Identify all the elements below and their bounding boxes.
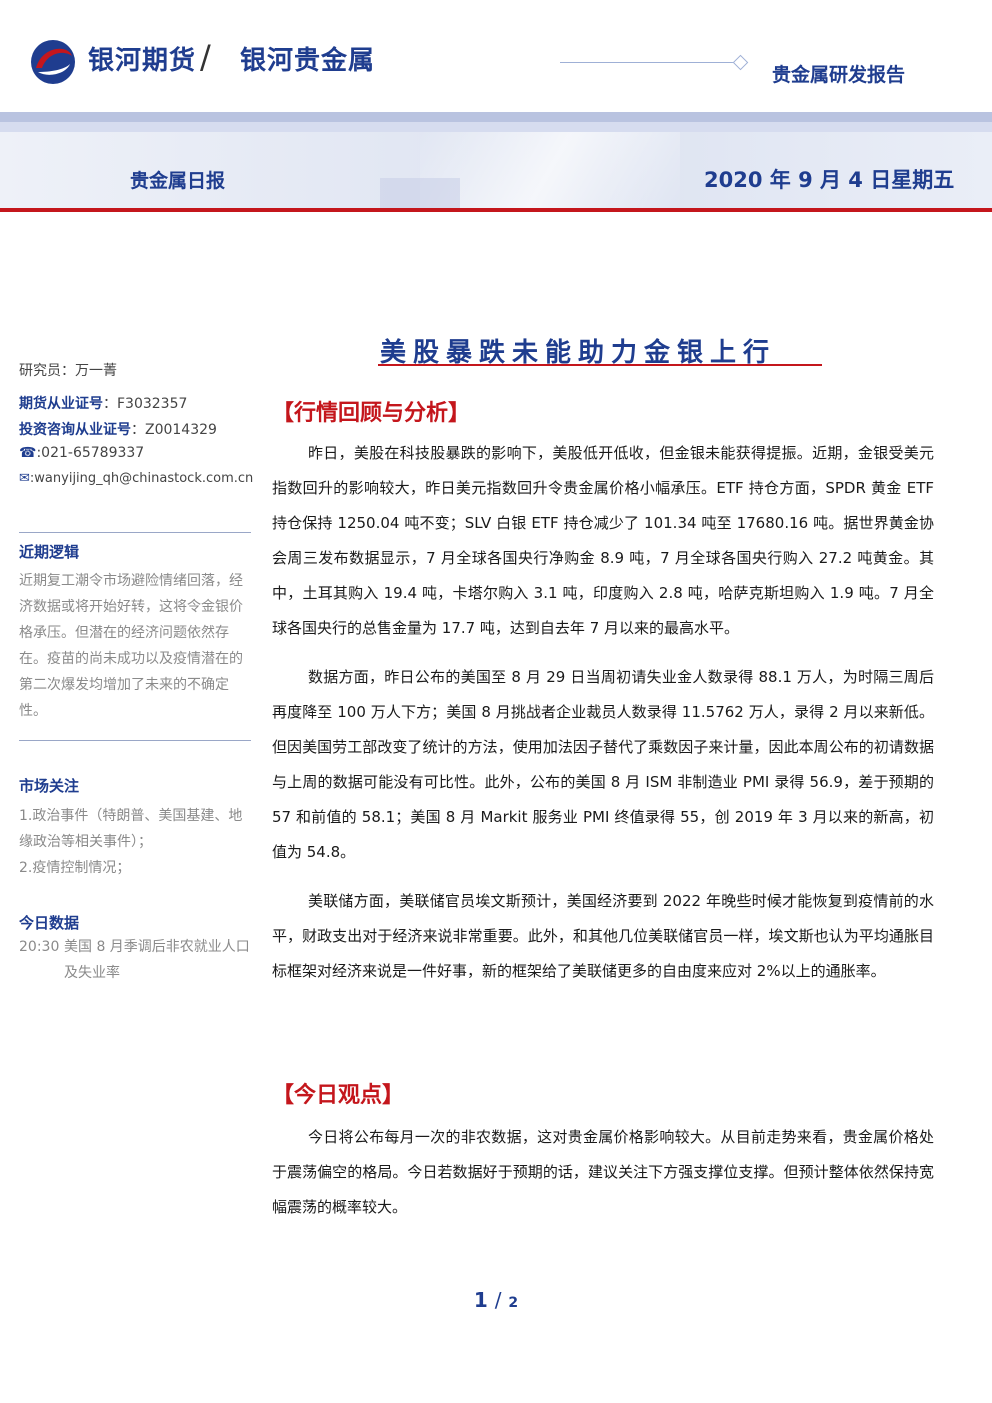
section-heading-view: 【今日观点】 [272, 1083, 405, 1108]
paragraph: 昨日，美股在科技股暴跌的影响下，美股低开低收，但金银未能获得提振。近期，金银受美… [272, 444, 934, 637]
data-time: 20:30 [19, 939, 60, 955]
header-red-rule [0, 208, 992, 212]
email-line: ✉:wanyijing_qh@chinastock.com.cn [19, 471, 254, 486]
header-decor-line [560, 62, 736, 63]
list-item: 1.政治事件（特朗普、美国基建、地缘政治等相关事件）； [19, 808, 243, 850]
list-item: 2.疫情控制情况； [19, 860, 131, 876]
header-top [0, 0, 992, 112]
invest-cert-label: 投资咨询从业证号 [19, 422, 131, 438]
sidebar-divider [19, 740, 251, 741]
data-heading: 今日数据 [19, 914, 80, 932]
report-date: 2020 年 9 月 4 日星期五 [704, 168, 955, 192]
galaxy-logo-icon [31, 40, 75, 84]
focus-heading: 市场关注 [19, 777, 80, 795]
sidebar-divider [19, 532, 251, 533]
page-total: 2 [508, 1295, 519, 1311]
futures-cert-label: 期货从业证号 [19, 396, 103, 412]
page-number: 1 / 2 [0, 1288, 992, 1312]
data-desc: 美国 8 月季调后非农就业人口及失业率 [64, 939, 250, 981]
phone-line: ☎:021-65789337 [19, 445, 145, 461]
paragraph: 数据方面，昨日公布的美国至 8 月 29 日当周初请失业金人数录得 88.1 万… [272, 668, 934, 861]
title-underline [378, 364, 822, 366]
phone-icon: ☎ [19, 445, 37, 461]
phone-number: 021-65789337 [41, 445, 145, 461]
futures-cert: 期货从业证号：F3032357 [19, 393, 251, 413]
paragraph: 今日将公布每月一次的非农数据，这对贵金属价格影响较大。从目前走势来看，贵金属价格… [272, 1128, 934, 1216]
invest-cert-value: ：Z0014329 [131, 422, 217, 438]
futures-cert-value: ：F3032357 [103, 396, 188, 412]
header-band-highlight [420, 132, 680, 208]
focus-list: 1.政治事件（特朗普、美国基建、地缘政治等相关事件）； 2.疫情控制情况； [19, 803, 251, 881]
email-address[interactable]: wanyijing_qh@chinastock.com.cn [34, 471, 254, 486]
article-title: 美股暴跌未能助力金银上行 [380, 338, 777, 368]
header-band [0, 112, 992, 122]
mail-icon: ✉ [19, 471, 30, 486]
report-type: 贵金属研发报告 [772, 64, 906, 86]
section-heading-review: 【行情回顾与分析】 [272, 401, 471, 426]
header-band [0, 122, 992, 132]
header-band-shape [380, 178, 460, 208]
page-separator: / [494, 1288, 502, 1312]
paragraph: 美联储方面，美联储官员埃文斯预计，美国经济要到 2022 年晚些时候才能恢复到疫… [272, 892, 934, 980]
logic-text: 近期复工潮令市场避险情绪回落，经济数据或将开始好转，这将令金银价格承压。但潜在的… [19, 573, 243, 719]
page-current: 1 [473, 1288, 488, 1312]
data-entry: 20:30 美国 8 月季调后非农就业人口及失业率 [19, 934, 251, 986]
brand-primary: 银河期货 [88, 46, 197, 76]
daily-report-title: 贵金属日报 [130, 170, 226, 192]
brand-secondary: 银河贵金属 [240, 46, 376, 76]
researcher: 研究员：万一菁 [19, 363, 117, 379]
invest-cert: 投资咨询从业证号：Z0014329 [19, 419, 251, 439]
brand-separator: / [200, 38, 211, 76]
logic-heading: 近期逻辑 [19, 543, 80, 561]
